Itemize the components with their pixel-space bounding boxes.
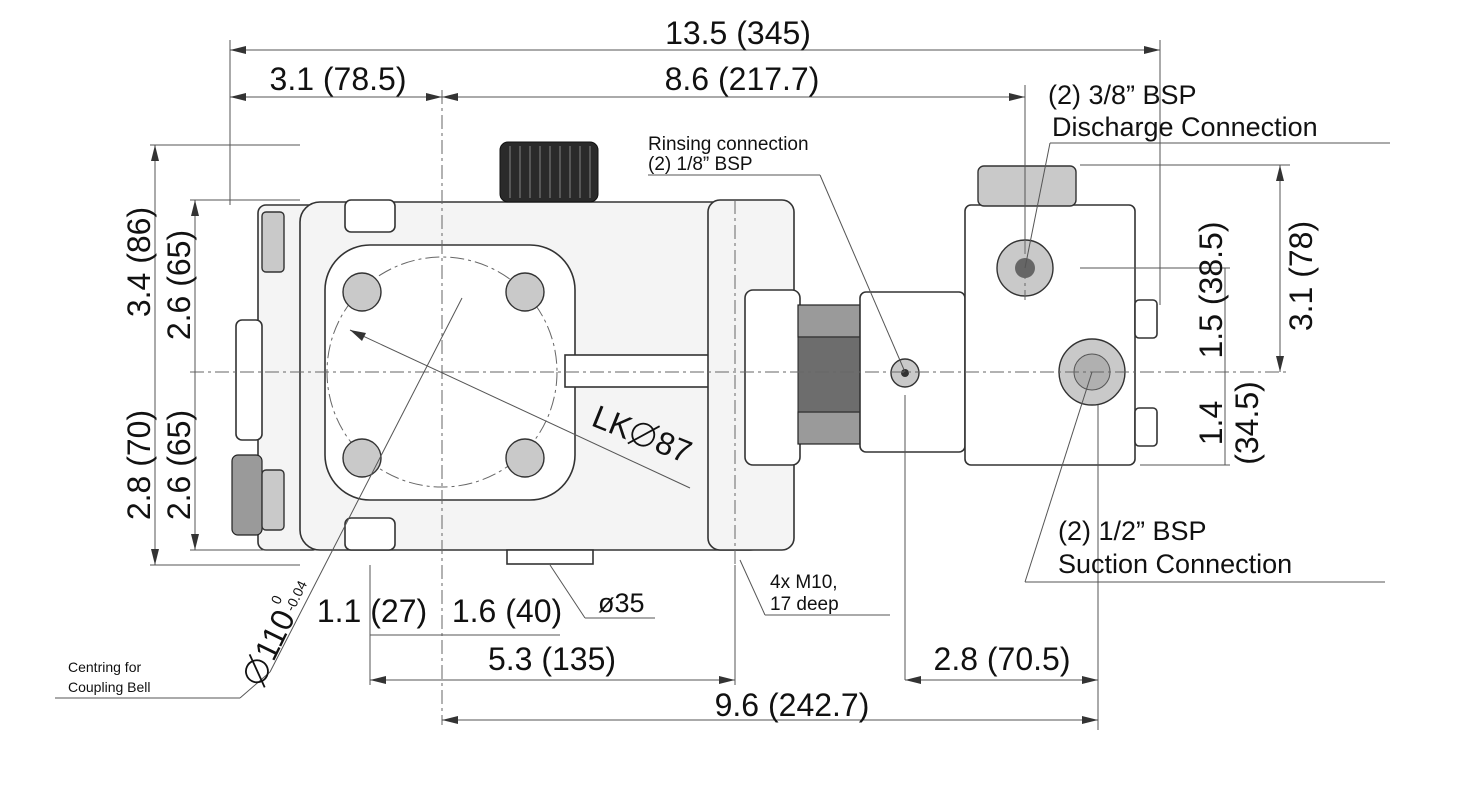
dim-height-top-inner: 2.6 (65) <box>161 230 197 340</box>
plunger-body <box>797 336 861 413</box>
dim-mount-distance: 5.3 (135) <box>488 641 616 677</box>
manifold-block <box>964 204 1136 466</box>
dim-center-to-suction: 9.6 (242.7) <box>715 687 870 723</box>
dim-overall-length: 13.5 (345) <box>665 15 811 51</box>
head-bolt <box>342 272 382 312</box>
diameter-symbol <box>631 422 656 447</box>
shaft-stub <box>506 549 594 565</box>
head-bolt <box>505 272 545 312</box>
flange-nut <box>231 454 263 536</box>
manifold-lug <box>1134 299 1158 339</box>
rinsing-size-label: (2) 1/8” BSP <box>648 154 753 175</box>
dim-center-offset: 1.6 (40) <box>452 593 562 629</box>
dim-height-top-outer: 3.4 (86) <box>121 207 157 317</box>
plunger-rod-bottom <box>797 411 861 445</box>
head-bolt <box>342 438 382 478</box>
dim-suction-offset: 2.8 (70.5) <box>934 641 1071 677</box>
housing-lug-bottom <box>344 517 396 551</box>
dim-manifold-height: 3.1 (78) <box>1283 221 1319 331</box>
flange-bolt-top <box>261 211 285 273</box>
plunger-rod-top <box>797 304 861 338</box>
dim-height-bottom-inner: 2.6 (65) <box>161 410 197 520</box>
centring-tol-lower: -0.04 <box>282 578 310 614</box>
shaft-strip <box>564 354 716 388</box>
callout-labels: (2) 3/8” BSP Discharge Connection Rinsin… <box>68 80 1318 695</box>
mount-depth-label: 17 deep <box>770 594 839 615</box>
flange-boss <box>235 319 263 441</box>
dim-center-to-discharge: 8.6 (217.7) <box>665 61 820 97</box>
head-bolt <box>505 438 545 478</box>
dim-discharge-offset-vertical: 1.5 (38.5) <box>1193 222 1229 359</box>
centring-label-line1: Centring for <box>68 659 141 675</box>
dim-shaft-diameter: ø35 <box>598 588 645 618</box>
discharge-size-label: (2) 3/8” BSP <box>1048 80 1197 110</box>
rinsing-name-label: Rinsing connection <box>648 134 809 155</box>
centring-label-line2: Coupling Bell <box>68 679 151 695</box>
suction-name-label: Suction Connection <box>1058 549 1292 579</box>
pump-body <box>231 141 1158 565</box>
dimension-lines <box>55 40 1390 730</box>
dim-suction-offset-vertical-a: 1.4 <box>1193 401 1229 445</box>
dimension-texts: 13.5 (345) 3.1 (78.5) 8.6 (217.7) 3.4 (8… <box>121 15 1319 723</box>
dim-suction-offset-vertical-b: (34.5) <box>1229 381 1265 465</box>
manifold-plug <box>977 165 1077 207</box>
flange-bolt-bottom <box>261 469 285 531</box>
centre-lines <box>190 90 1290 725</box>
front-flange-hub <box>744 289 801 466</box>
diameter-symbol <box>245 659 269 684</box>
dim-left-offset: 1.1 (27) <box>317 593 427 629</box>
discharge-name-label: Discharge Connection <box>1052 112 1318 142</box>
manifold-lug <box>1134 407 1158 447</box>
centring-diameter-callout: 110 0 -0.04 <box>245 578 310 688</box>
oil-cap-knob <box>499 141 599 203</box>
housing-lug-top <box>344 199 396 233</box>
dim-flange-to-center: 3.1 (78.5) <box>270 61 407 97</box>
dim-height-bottom-outer: 2.8 (70) <box>121 410 157 520</box>
mount-thread-label: 4x M10, <box>770 572 838 593</box>
suction-size-label: (2) 1/2” BSP <box>1058 516 1207 546</box>
